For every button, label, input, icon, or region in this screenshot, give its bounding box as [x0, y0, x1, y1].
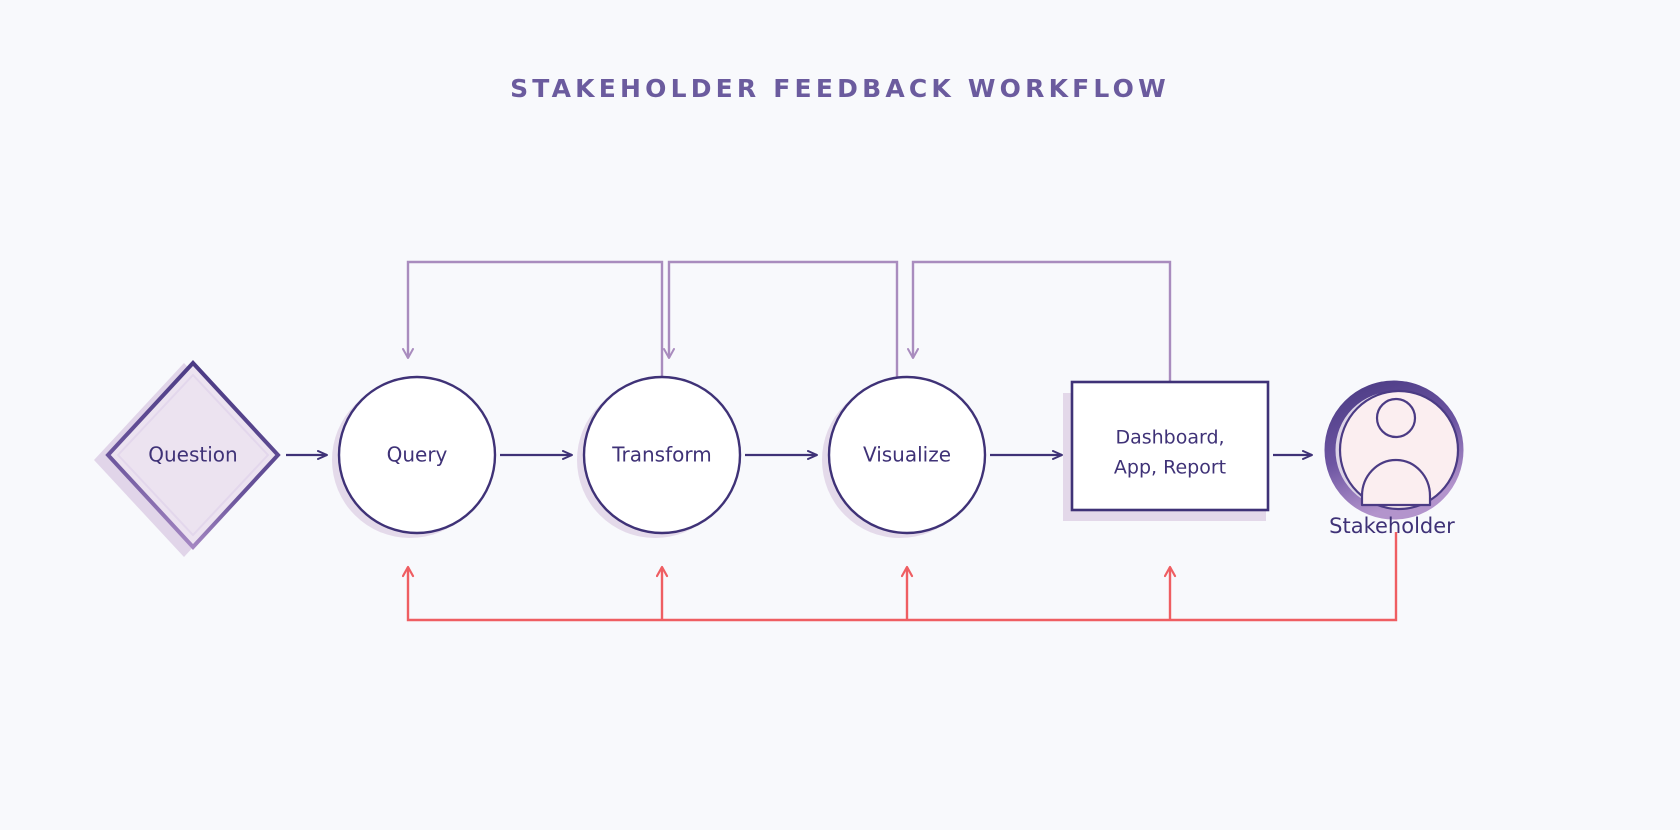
visualize-circle [827, 375, 987, 535]
node-visualize[interactable]: Visualize [822, 375, 987, 538]
node-transform-label: Transform [611, 443, 711, 467]
page-title: STAKEHOLDER FEEDBACK WORKFLOW [510, 74, 1170, 103]
avatar-head-icon [1375, 397, 1417, 439]
node-question[interactable]: Question [94, 360, 281, 557]
stakeholder-feedback-loop [408, 532, 1398, 622]
query-circle [337, 375, 497, 535]
node-visualize-label: Visualize [863, 443, 951, 467]
node-transform[interactable]: Transform [577, 375, 742, 538]
iteration-loop-visualize-to-transform [663, 260, 899, 380]
node-output-label-line1: Dashboard, [1115, 427, 1224, 449]
iteration-loop-transform-to-query [402, 260, 664, 380]
node-stakeholder-label: Stakeholder [1329, 514, 1455, 538]
node-stakeholder[interactable]: Stakeholder [1324, 380, 1464, 538]
question-outer [105, 360, 281, 550]
node-question-label: Question [148, 443, 237, 467]
node-output-label-line2: App, Report [1114, 457, 1226, 479]
node-query-label: Query [387, 443, 448, 467]
transform-circle [582, 375, 742, 535]
iteration-loop-output-to-visualize [907, 260, 1172, 382]
node-output[interactable]: Dashboard, App, Report [1063, 380, 1270, 521]
avatar-body-icon [1360, 458, 1432, 507]
output-rect [1070, 380, 1270, 512]
question-inner-line [116, 373, 270, 537]
node-query[interactable]: Query [332, 375, 497, 538]
iteration-loops-group [402, 260, 1172, 382]
